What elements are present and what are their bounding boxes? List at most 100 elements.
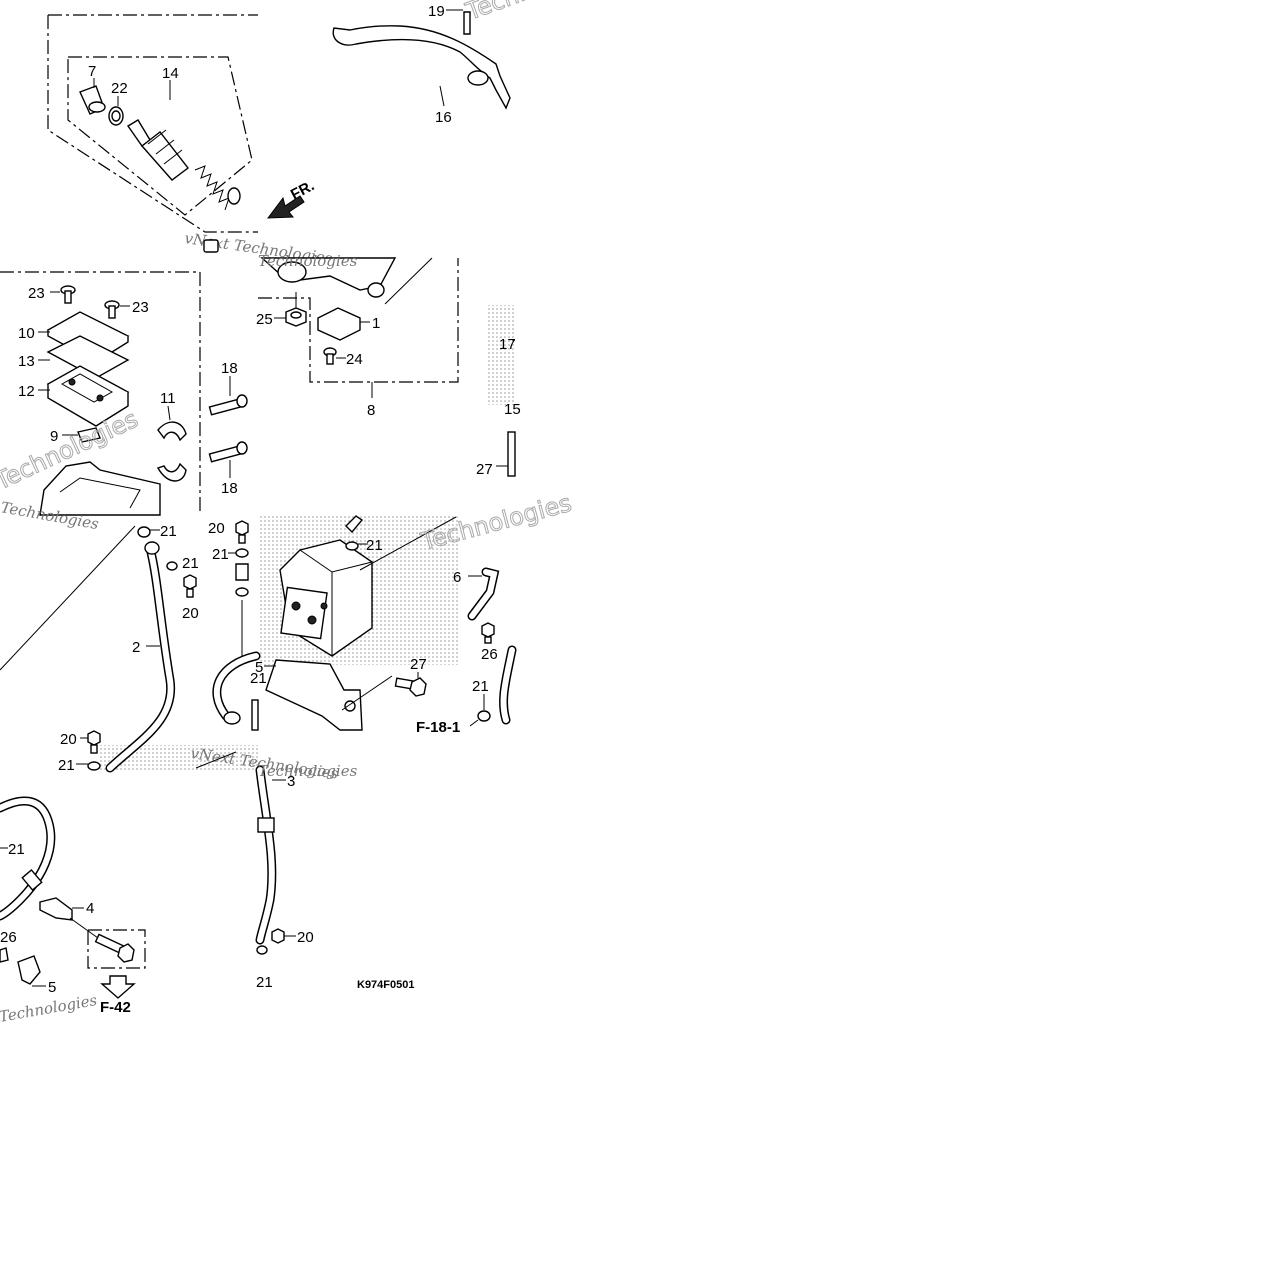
panel-hose-rear: 3 Technologies 20 21 K974F0501 — [255, 762, 415, 991]
label-21h: 21 — [8, 841, 25, 858]
part-2-hose — [105, 543, 176, 773]
label-22: 22 — [111, 80, 128, 97]
washer-21d — [235, 548, 249, 558]
part-20-bolt-a — [183, 574, 197, 598]
part-11-holder — [157, 421, 187, 442]
panel-pipe-6: 6 26 21 — [453, 567, 517, 725]
panel-hose-front: 21 21 20 2 20 21 — [0, 523, 260, 774]
part-18-bolt-a — [208, 394, 248, 416]
label-21-bottom: 21 — [256, 974, 273, 991]
label-24: 24 — [346, 351, 363, 368]
label-4: 4 — [86, 900, 94, 917]
part-9-clip — [77, 427, 101, 443]
panel-brake-lever: 16 19 Technologies — [332, 0, 617, 126]
label-20a: 20 — [182, 605, 199, 622]
part-27-bolt-a — [507, 431, 516, 477]
part-7-boot — [79, 85, 106, 115]
label-14: 14 — [162, 65, 179, 82]
part-27-bolt-b — [394, 677, 427, 697]
part-20-bolt-b — [87, 730, 101, 754]
panel-bottom-left: 21 4 F-42 26 5 Technologies — [0, 796, 146, 1026]
part-26-bolt-a — [481, 622, 495, 644]
diagram-code: K974F0501 — [357, 979, 415, 991]
part-14-spring — [194, 165, 241, 211]
watermark-9: Technologies — [258, 762, 358, 780]
part-14-piston — [126, 119, 189, 181]
watermark-2: Technologies — [462, 0, 617, 26]
washer-21b — [166, 561, 178, 571]
part-5-bracket-b — [17, 955, 41, 985]
nut-small — [203, 239, 219, 253]
label-26b: 26 — [0, 929, 17, 946]
label-21d: 21 — [212, 546, 229, 563]
master-cylinder-body — [39, 461, 161, 516]
label-21b: 21 — [182, 555, 199, 572]
leader-diagonal — [0, 525, 136, 671]
panel-right-partial: 17 15 27 — [476, 305, 521, 478]
label-18b: 18 — [221, 480, 238, 497]
label-21g: 21 — [472, 678, 489, 695]
label-27a: 27 — [476, 461, 493, 478]
label-21f: 21 — [366, 537, 383, 554]
dashed-frame — [47, 14, 258, 233]
ref-f18: F-18-1 — [416, 719, 460, 736]
watermark-5: Technologies — [258, 252, 358, 270]
part-4-sensor — [39, 897, 73, 921]
label-18a: 18 — [221, 360, 238, 377]
label-2: 2 — [132, 639, 140, 656]
label-23a: 23 — [28, 285, 45, 302]
ref-f42: F-42 — [100, 999, 131, 1016]
label-9: 9 — [50, 428, 58, 445]
dashed-frame-3 — [258, 258, 459, 383]
part-20-bolt-c — [235, 520, 249, 544]
label-21c: 21 — [58, 757, 75, 774]
label-27b: 27 — [410, 656, 427, 673]
panel-abs-modulator: 21 5 27 F-18-1 Technologies — [255, 488, 575, 736]
part-16-lever — [332, 25, 511, 110]
washer-21a — [137, 526, 151, 538]
label-25: 25 — [256, 311, 273, 328]
label-6: 6 — [453, 569, 461, 586]
label-23b: 23 — [132, 299, 149, 316]
panel-reservoir: 23 23 10 13 12 9 11 — [0, 271, 248, 533]
washer-21c — [87, 761, 101, 771]
watermark-7: Technologies — [417, 489, 574, 556]
label-15: 15 — [504, 401, 521, 418]
label-3: 3 — [287, 773, 295, 790]
label-7: 7 — [88, 63, 96, 80]
label-10: 10 — [18, 325, 35, 342]
part-20-bolt-d — [271, 928, 285, 944]
part-25-nut — [285, 307, 307, 327]
part-22-circlip — [108, 106, 124, 126]
washer-21f — [345, 541, 359, 551]
label-21a: 21 — [160, 523, 177, 540]
washer-21g — [477, 710, 491, 722]
shaded-area — [486, 305, 516, 405]
dashed-kit-frame — [67, 56, 253, 216]
part-19-bolt — [463, 11, 471, 35]
front-label: FR. — [288, 177, 317, 203]
label-16: 16 — [435, 109, 452, 126]
front-direction-arrow: FR. — [266, 177, 317, 219]
part-24-screw — [323, 347, 337, 365]
panel-master-cylinder-internals: 7 22 14 FR. vNext Technologies — [47, 14, 334, 268]
label-19: 19 — [428, 3, 445, 20]
label-20c: 20 — [208, 520, 225, 537]
watermark-8: Technologies — [0, 991, 99, 1026]
dashed-box-bolt — [87, 929, 146, 969]
part-23-screw-a — [60, 285, 76, 304]
label-13: 13 — [18, 353, 35, 370]
label-26a: 26 — [481, 646, 498, 663]
part-5-bracket — [265, 659, 363, 731]
dashed-frame-2 — [0, 271, 201, 515]
arrow-down-icon — [100, 975, 136, 999]
label-12: 12 — [18, 383, 35, 400]
hose-lower-left — [0, 796, 56, 921]
part-18-bolt-b — [208, 441, 248, 463]
label-21e: 21 — [250, 670, 267, 687]
label-5a: 5 — [255, 659, 263, 676]
label-1: 1 — [372, 315, 380, 332]
label-5b: 5 — [48, 979, 56, 996]
label-17: 17 — [499, 336, 516, 353]
